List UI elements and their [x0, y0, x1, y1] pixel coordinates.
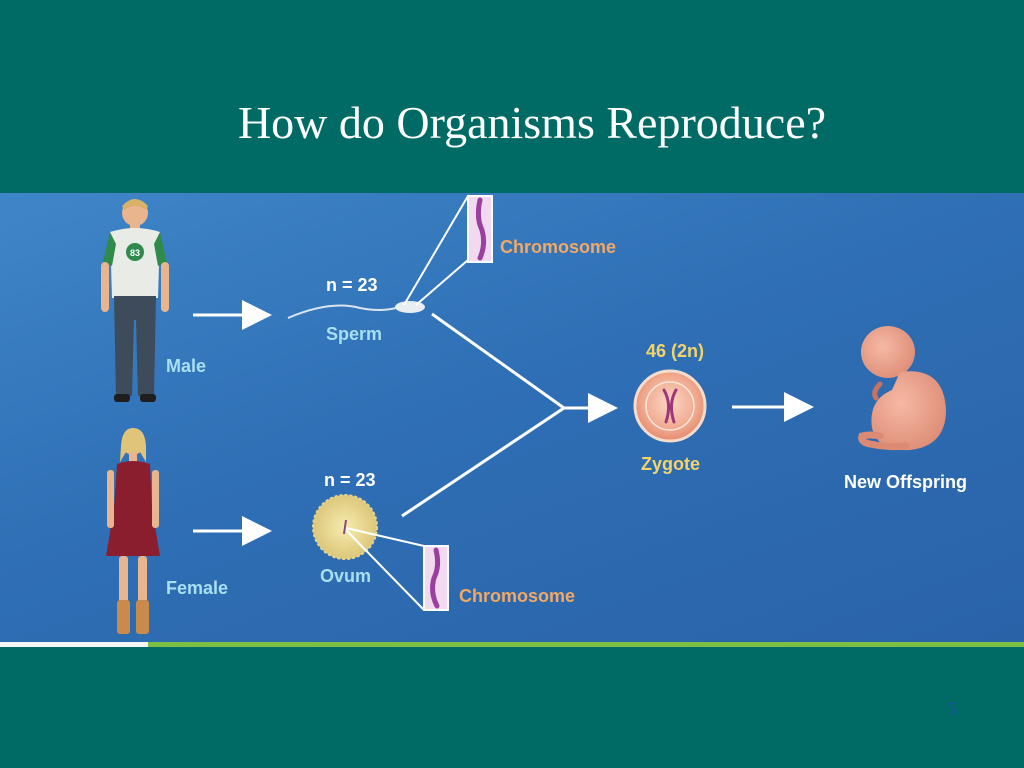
diagram-canvas: 83 Male Female n — [101, 195, 967, 634]
footer-accent-green — [148, 642, 1024, 647]
male-label: Male — [166, 356, 206, 376]
footer-accent-white — [0, 642, 148, 647]
ovum-cell — [312, 494, 378, 560]
ovum-count: n = 23 — [324, 470, 376, 490]
zygote-count: 46 (2n) — [646, 341, 704, 361]
slide-title: How do Organisms Reproduce? — [237, 97, 827, 148]
chromosome-top-label: Chromosome — [500, 237, 616, 257]
zygote-label: Zygote — [641, 454, 700, 474]
svg-text:83: 83 — [130, 248, 140, 258]
zygote-cell — [633, 369, 707, 443]
fetus-figure — [858, 326, 946, 451]
female-label: Female — [166, 578, 228, 598]
ovum-merge-line — [401, 406, 565, 518]
sperm-label: Sperm — [326, 324, 382, 344]
male-figure: 83 — [101, 199, 169, 402]
page-number: 5 — [948, 699, 957, 718]
reproduction-diagram: 83 Male Female n — [0, 193, 1024, 643]
female-figure — [106, 428, 160, 634]
sperm-merge-line — [431, 312, 565, 410]
chromosome-top-zoom — [403, 195, 493, 306]
offspring-label: New Offspring — [844, 472, 967, 492]
chromosome-bottom-zoom — [345, 527, 449, 611]
sperm-count: n = 23 — [326, 275, 378, 295]
chromosome-bottom-label: Chromosome — [459, 586, 575, 606]
ovum-label: Ovum — [320, 566, 371, 586]
